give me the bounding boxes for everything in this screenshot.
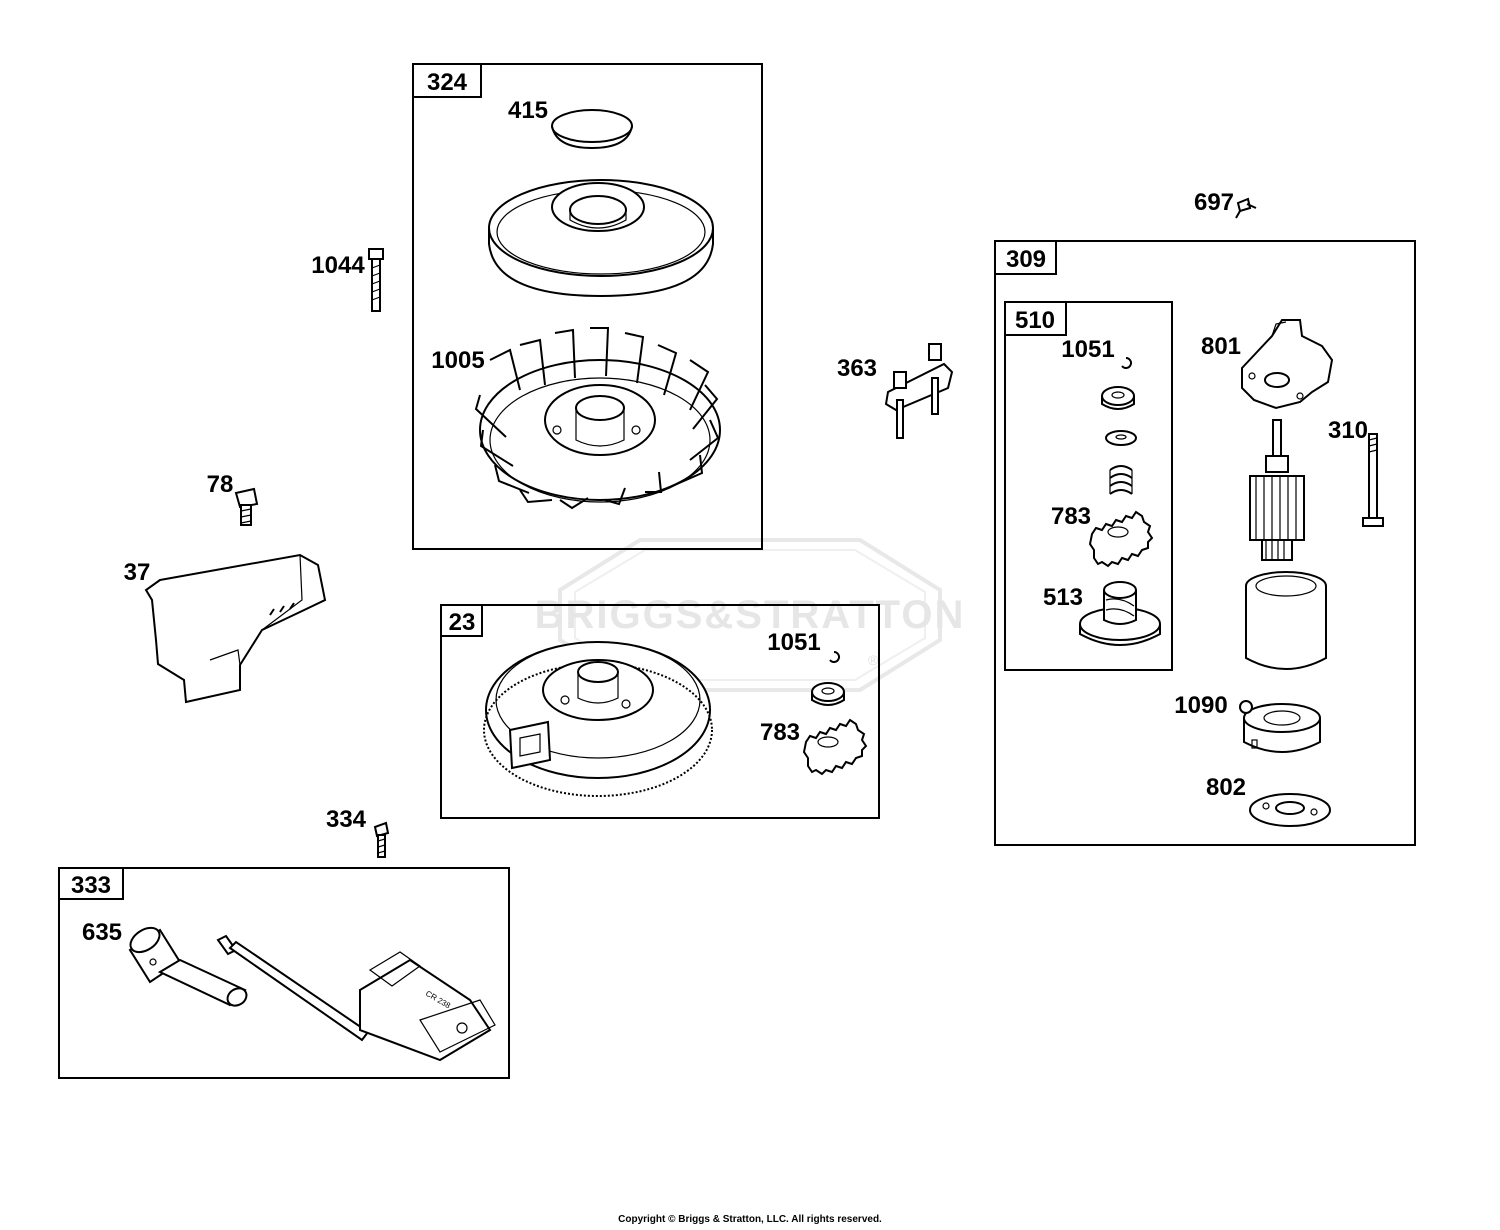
box-510-tab: [1004, 301, 1067, 336]
part-motor-housing[interactable]: [1245, 571, 1327, 670]
part-washer-b[interactable]: [1101, 386, 1135, 410]
watermark-registered: ®: [868, 652, 879, 668]
box-333-tab: [58, 867, 124, 900]
box-309-label[interactable]: 309: [1006, 246, 1046, 273]
box-324-tab: [412, 63, 482, 98]
part-783-gear-b[interactable]: [1088, 510, 1154, 568]
part-310-bolt[interactable]: [1362, 433, 1384, 527]
part-screen-cover[interactable]: [488, 179, 714, 298]
callout-37[interactable]: 37: [124, 559, 151, 586]
part-513-drive[interactable]: [1079, 581, 1161, 646]
part-78-bolt[interactable]: [234, 487, 259, 526]
box-510-frame: [1004, 301, 1173, 671]
part-697-screw[interactable]: [1235, 197, 1257, 219]
callout-415[interactable]: 415: [508, 97, 548, 124]
group-324: 324 415 1005: [412, 63, 763, 550]
callout-1090[interactable]: 1090: [1174, 692, 1227, 719]
part-415-cap[interactable]: [551, 109, 633, 150]
part-635-boot[interactable]: [126, 923, 250, 1009]
callout-783-a[interactable]: 783: [760, 719, 800, 746]
part-1051-clip-b[interactable]: [1121, 357, 1132, 369]
box-23-label[interactable]: 23: [449, 609, 476, 636]
part-363-bracket[interactable]: [884, 343, 954, 439]
copyright-notice: Copyright © Briggs & Stratton, LLC. All …: [618, 1214, 882, 1225]
part-armature[interactable]: [1249, 419, 1305, 561]
callout-1005[interactable]: 1005: [431, 347, 484, 374]
box-324-frame: [412, 63, 763, 550]
group-510: 510 1051 783: [1004, 301, 1173, 671]
brand-watermark: BRIGGS&STRATTON ®: [535, 538, 966, 692]
part-1051-clip-a[interactable]: [829, 651, 840, 663]
callout-78[interactable]: 78: [207, 471, 234, 498]
part-1005-fan[interactable]: [474, 327, 721, 510]
callout-697[interactable]: 697: [1194, 189, 1234, 216]
group-309: 309 510 1051: [994, 240, 1416, 846]
callout-310[interactable]: 310: [1328, 417, 1368, 444]
callout-363[interactable]: 363: [837, 355, 877, 382]
box-23-tab: [440, 604, 483, 637]
part-37-shroud[interactable]: [144, 553, 327, 704]
part-spring[interactable]: [1109, 465, 1133, 495]
box-23-frame: [440, 604, 880, 819]
callout-635[interactable]: 635: [82, 919, 122, 946]
group-23: 23 1051 783: [440, 604, 880, 819]
part-1090-end-cap[interactable]: [1239, 700, 1321, 753]
part-flat-washer[interactable]: [1105, 430, 1137, 446]
callout-1051-a[interactable]: 1051: [767, 629, 820, 656]
box-510-label[interactable]: 510: [1015, 307, 1055, 334]
callout-513[interactable]: 513: [1043, 584, 1083, 611]
box-309-frame: [994, 240, 1416, 846]
box-309-tab: [994, 240, 1057, 275]
watermark-text: BRIGGS&STRATTON: [535, 593, 966, 637]
box-333-label[interactable]: 333: [71, 872, 111, 899]
callout-783-b[interactable]: 783: [1051, 503, 1091, 530]
callout-1044[interactable]: 1044: [311, 252, 365, 279]
callout-1051-b[interactable]: 1051: [1061, 336, 1114, 363]
part-802-brush-plate[interactable]: [1249, 793, 1331, 827]
part-1044-bolt[interactable]: [368, 248, 384, 312]
box-324-label[interactable]: 324: [427, 69, 468, 96]
part-flywheel[interactable]: [483, 641, 713, 797]
part-801-end-plate[interactable]: [1241, 319, 1334, 410]
part-washer-a[interactable]: [811, 682, 845, 706]
part-334-screw[interactable]: [373, 821, 390, 858]
callout-334[interactable]: 334: [326, 806, 367, 833]
callout-801[interactable]: 801: [1201, 333, 1241, 360]
part-ignition-coil[interactable]: CR 238: [216, 934, 496, 1062]
group-333: 333 635 CR 238: [58, 867, 510, 1079]
part-783-gear-a[interactable]: [802, 718, 868, 776]
box-333-frame: [58, 867, 510, 1079]
callout-802[interactable]: 802: [1206, 774, 1246, 801]
